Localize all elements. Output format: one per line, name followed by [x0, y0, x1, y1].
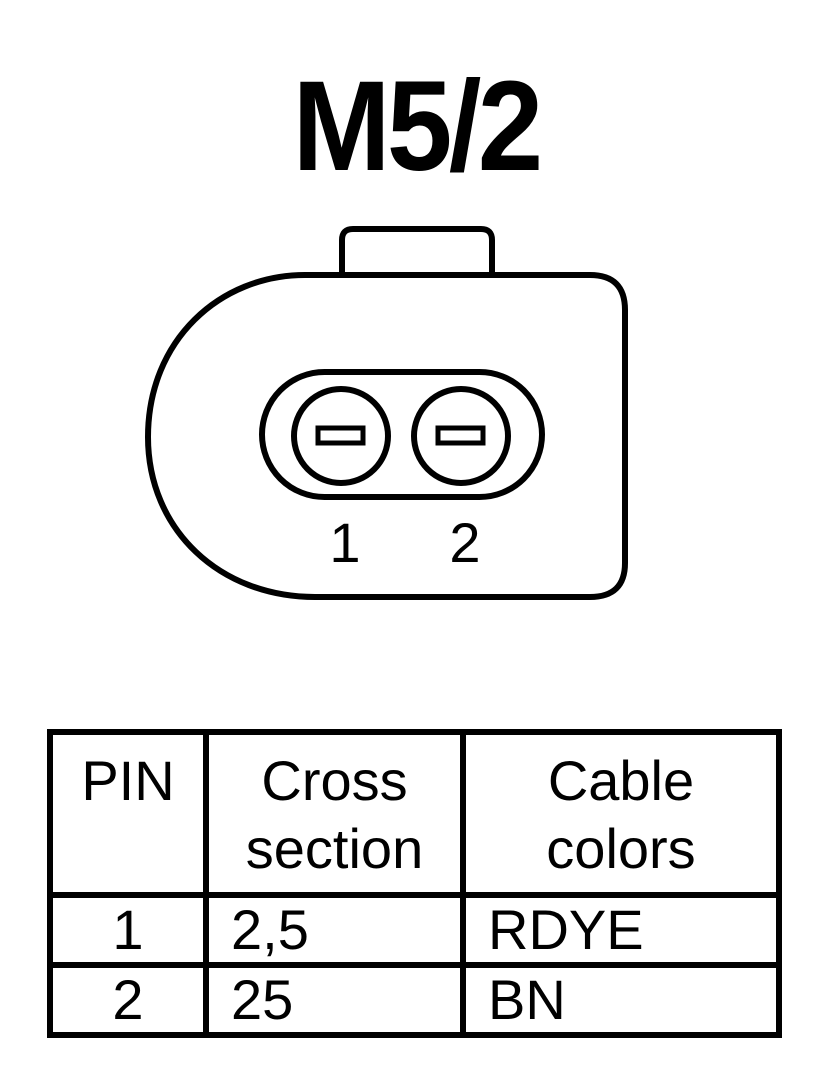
header-cross-section: Cross section [203, 728, 466, 899]
pin-2-contact [435, 425, 486, 446]
pin-1-contact [315, 425, 366, 446]
pin-1-label: 1 [329, 511, 360, 574]
row-2-color: BN [460, 962, 782, 1038]
connector-latch [339, 226, 495, 275]
header-pin: PIN [47, 728, 209, 899]
pin-2-socket [411, 386, 511, 486]
header-cross-line1: Cross [261, 749, 408, 812]
row-2-cross-section: 25 [203, 962, 466, 1038]
pin-2-label: 2 [449, 511, 480, 574]
row-1-pin: 1 [47, 892, 209, 969]
header-cross-line2: section [245, 817, 424, 880]
table-row: 1 2,5 RDYE [47, 892, 782, 969]
pin-1-socket [291, 386, 391, 486]
header-pin-text: PIN [81, 749, 175, 812]
header-color-line1: Cable [547, 749, 695, 812]
connector-title: M5/2 [292, 55, 543, 198]
row-2-pin: 2 [47, 962, 209, 1038]
pin-assignment-table: PIN Cross section Cable colors 1 2,5 RDY… [47, 728, 782, 1038]
pin-cavity [259, 369, 545, 500]
row-1-cross-section: 2,5 [203, 892, 466, 969]
table-header-row: PIN Cross section Cable colors [47, 728, 782, 899]
connector-diagram: 1 2 [144, 226, 628, 600]
table-row: 2 25 BN [47, 962, 782, 1038]
connector-housing [144, 272, 628, 600]
header-color-line2: colors [546, 817, 696, 880]
header-cable-colors: Cable colors [460, 728, 782, 899]
row-1-color: RDYE [460, 892, 782, 969]
